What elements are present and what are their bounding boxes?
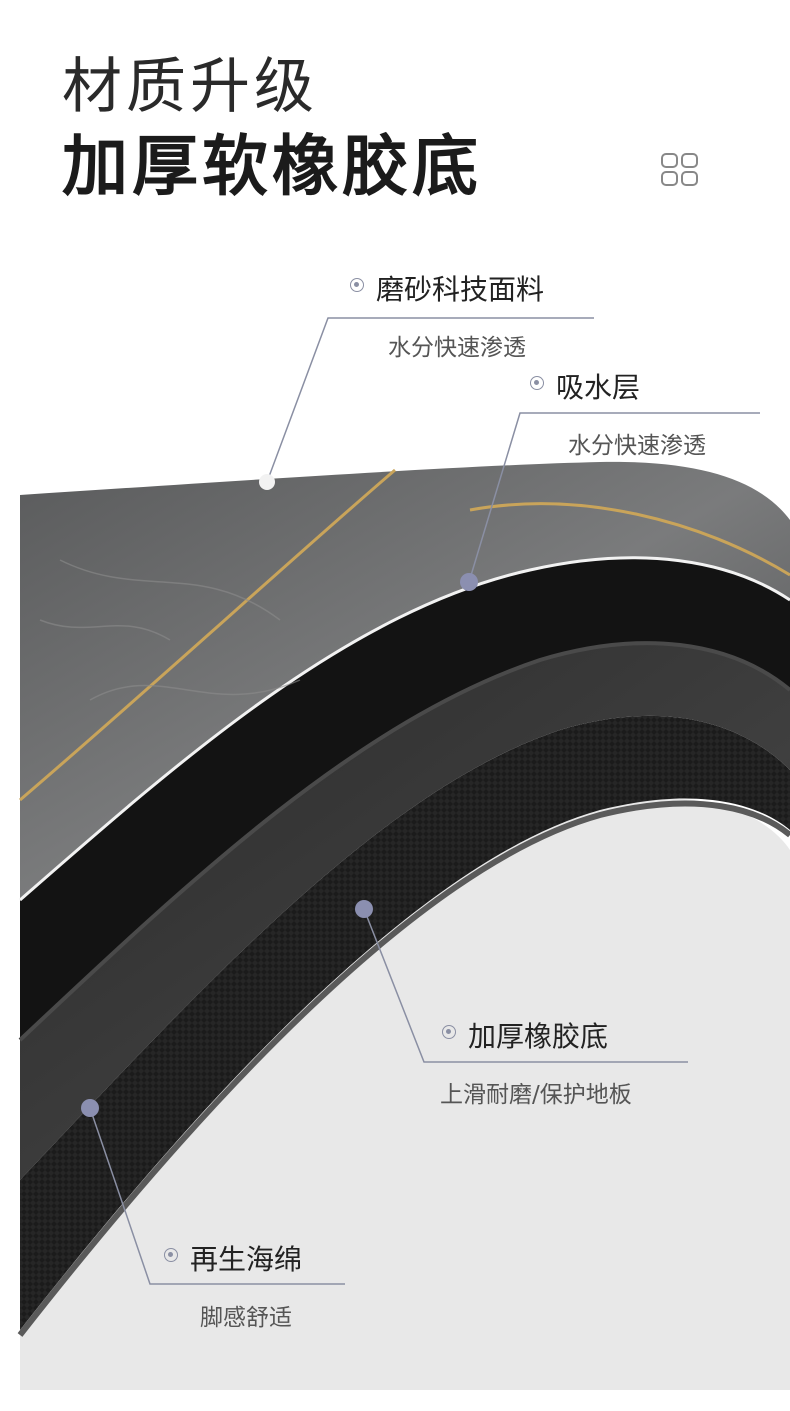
grid-menu-icon[interactable] <box>660 152 700 188</box>
layer-label-rubber: 加厚橡胶底 上滑耐磨/保护地板 <box>440 1020 632 1108</box>
callout-line-4 <box>89 1107 345 1285</box>
callout-line-1 <box>266 317 594 483</box>
layer-label-absorb: 吸水层 水分快速渗透 <box>530 366 706 460</box>
gold-vein-right <box>469 502 790 577</box>
headline-line2: 加厚软橡胶底 <box>62 128 482 205</box>
sponge-layer <box>20 643 790 1180</box>
headline-line1: 材质升级 <box>62 52 318 122</box>
callout-line-3 <box>363 908 688 1063</box>
marble-surface <box>20 461 790 900</box>
callout-line-2 <box>468 412 760 583</box>
callout-dot-3 <box>355 900 373 918</box>
callout-dot-2 <box>460 573 478 591</box>
callout-dot-1 <box>259 474 275 490</box>
bullet-icon <box>164 1248 178 1262</box>
rubber-edge <box>17 800 790 1337</box>
floor-under <box>20 798 790 1390</box>
bullet-icon <box>530 376 544 390</box>
marble-veins <box>39 559 301 701</box>
layer-label-surface: 磨砂科技面料 水分快速渗透 <box>350 268 544 362</box>
absorb-layer <box>20 557 790 1040</box>
callout-dot-4 <box>81 1099 99 1117</box>
rubber-layer <box>20 715 790 1330</box>
bullet-icon <box>350 278 364 292</box>
absorb-edge <box>18 641 790 1042</box>
layer-label-sponge: 再生海绵 脚感舒适 <box>164 1238 302 1332</box>
bullet-icon <box>442 1025 456 1039</box>
gold-vein-left <box>19 468 396 802</box>
